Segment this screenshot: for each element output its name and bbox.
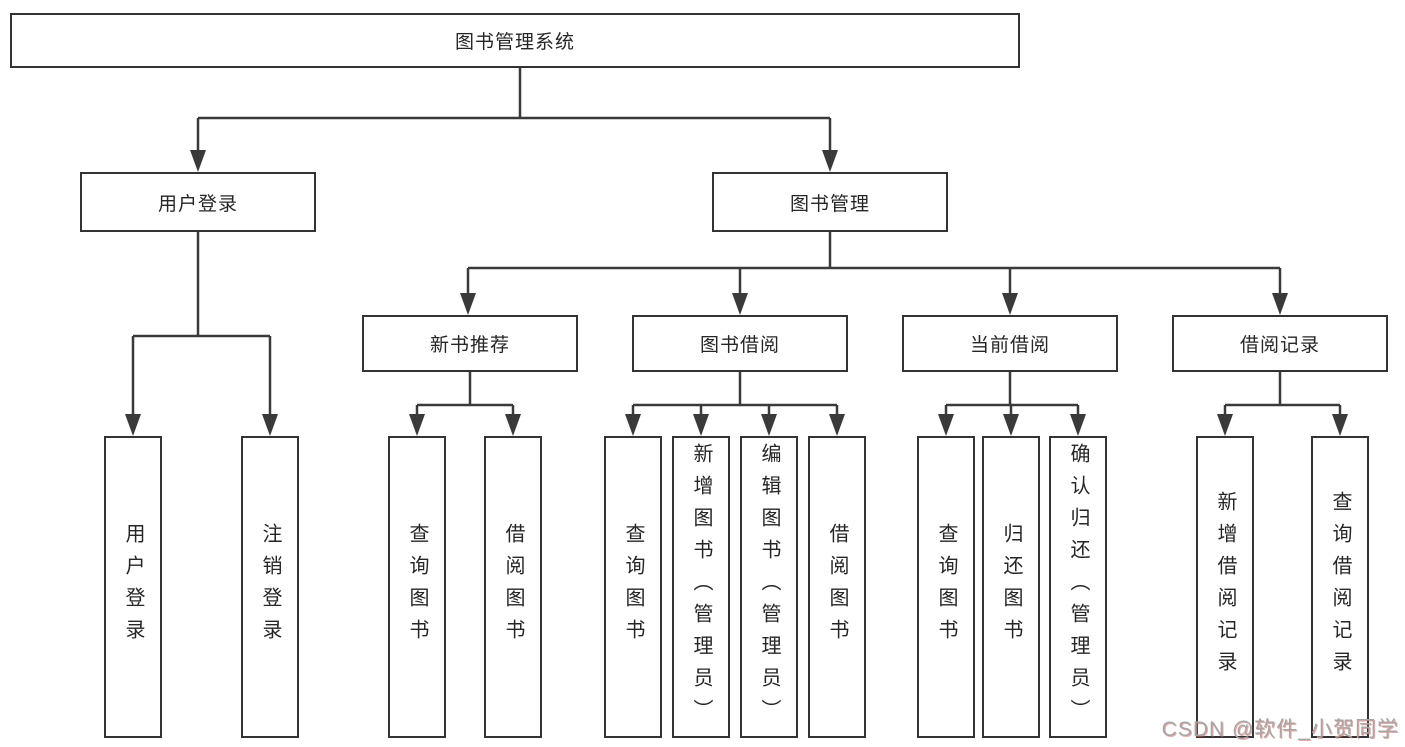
- node-new-book-recommend: 新书推荐: [362, 315, 578, 372]
- leaf-current-query-book: 查询图书: [917, 436, 975, 738]
- leaf-logout: 注销登录: [241, 436, 299, 738]
- arrowheads: [125, 150, 1348, 436]
- watermark: CSDN @软件_小贺同学: [1161, 718, 1399, 741]
- node-book-management: 图书管理: [712, 172, 948, 232]
- leaf-query-borrow-record: 查询借阅记录: [1311, 436, 1369, 738]
- leaf-recommend-query-book: 查询图书: [388, 436, 446, 738]
- leaf-edit-book-admin: 编辑图书（管理员）: [740, 436, 798, 738]
- leaf-borrow-query-book: 查询图书: [604, 436, 662, 738]
- leaf-add-borrow-record: 新增借阅记录: [1196, 436, 1254, 738]
- leaf-confirm-return-admin: 确认归还（管理员）: [1049, 436, 1107, 738]
- leaf-user-login: 用户登录: [104, 436, 162, 738]
- node-current-borrow: 当前借阅: [902, 315, 1118, 372]
- node-user-login: 用户登录: [80, 172, 316, 232]
- node-book-borrow: 图书借阅: [632, 315, 848, 372]
- node-root: 图书管理系统: [10, 13, 1020, 68]
- leaf-borrow-book: 借阅图书: [808, 436, 866, 738]
- leaf-return-book: 归还图书: [982, 436, 1040, 738]
- leaf-add-book-admin: 新增图书（管理员）: [672, 436, 730, 738]
- node-borrow-records: 借阅记录: [1172, 315, 1388, 372]
- leaf-recommend-borrow-book: 借阅图书: [484, 436, 542, 738]
